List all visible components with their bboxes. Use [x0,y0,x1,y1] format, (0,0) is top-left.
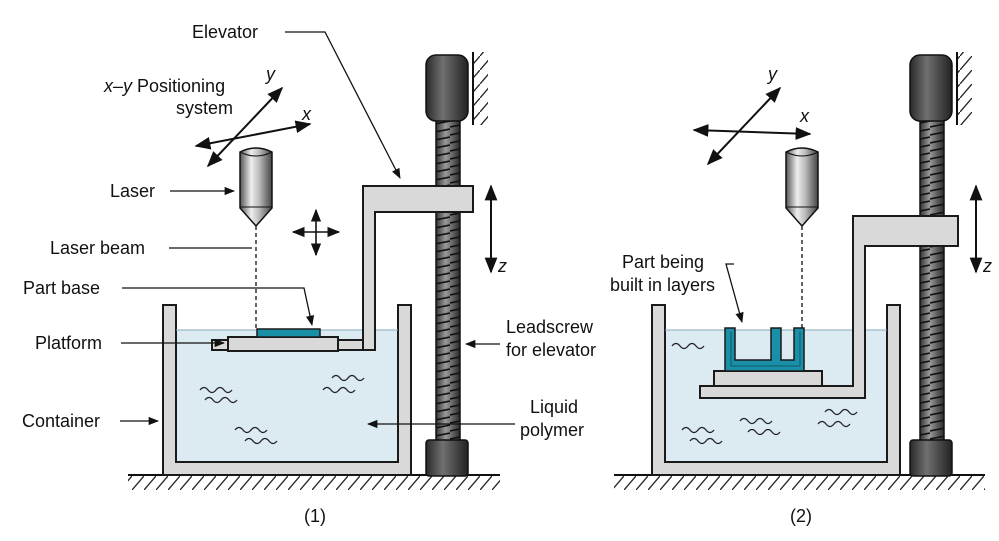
laser-2 [785,147,819,328]
part-in-layers [724,327,805,372]
laser-1 [239,147,273,330]
liquid-waves [199,374,365,445]
caption-2: (2) [790,506,812,526]
liquid-waves-2 [671,342,858,445]
label-leadscrew: Leadscrew [506,317,594,337]
label-part-being: Part being [622,252,704,272]
part-base-1 [256,328,321,338]
label-axis-z-2: z [982,256,992,276]
label-liquid: Liquid [530,397,578,417]
ground-2 [614,474,985,490]
ground-1 [128,474,500,490]
label-laser: Laser [110,181,155,201]
label-container: Container [22,411,100,431]
label-axis-y-2: y [766,64,778,84]
label-axis-y-1: y [264,64,276,84]
leadscrew-2 [909,52,972,477]
label-system: system [176,98,233,118]
xy-axis-arrows-2 [692,86,812,166]
label-elevator: Elevator [192,22,258,42]
label-for-elevator: for elevator [506,340,596,360]
label-built-in-layers: built in layers [610,275,715,295]
panel-1: Elevator x–y Positioning system y x Lase… [22,22,596,526]
label-xy-positioning: x–y Positioning [103,76,225,96]
label-axis-x-2: x [799,106,810,126]
label-axis-x-1: x [301,104,312,124]
leader-part-being-built [725,263,744,324]
move-cross-icon [291,208,341,257]
platform-2 [713,370,823,387]
label-positioning: Positioning [132,76,225,96]
label-platform: Platform [35,333,102,353]
platform-1 [227,336,339,352]
panel-2: y x Part being built in layers z (2) [610,52,992,526]
label-xy-axes: x–y [103,76,133,96]
leader-lines-1 [120,31,515,429]
xy-axis-arrows-1 [194,86,312,168]
leadscrew-1 [425,52,488,477]
label-axis-z-1: z [497,256,507,276]
caption-1: (1) [304,506,326,526]
label-laser-beam: Laser beam [50,238,145,258]
label-polymer: polymer [520,420,584,440]
elevator-2 [699,215,959,399]
label-part-base: Part base [23,278,100,298]
